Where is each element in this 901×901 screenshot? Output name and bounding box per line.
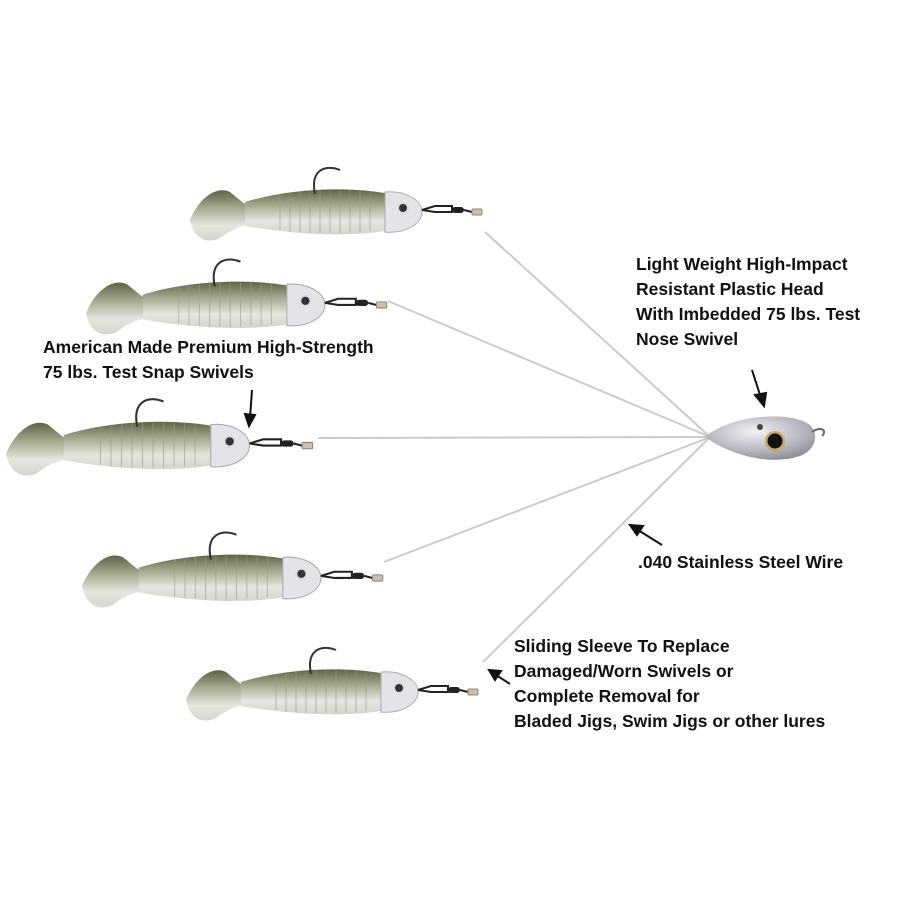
callout-arrows bbox=[243, 369, 768, 685]
lure-2 bbox=[84, 258, 388, 336]
wire-5 bbox=[482, 438, 709, 663]
arrow-icon bbox=[627, 523, 663, 546]
swivels-callout-line: American Made Premium High-Strength bbox=[43, 337, 374, 357]
rig-head bbox=[705, 416, 826, 460]
lure-5 bbox=[185, 646, 479, 722]
sleeve-callout: Sliding Sleeve To Replace Damaged/Worn S… bbox=[514, 634, 825, 734]
sleeve-callout-line: Bladed Jigs, Swim Jigs or other lures bbox=[514, 711, 826, 731]
head-callout-line: Resistant Plastic Head bbox=[636, 279, 824, 299]
wire-1 bbox=[484, 231, 709, 436]
head-callout-line: Nose Swivel bbox=[636, 329, 739, 349]
head-callout-line: With Imbedded 75 lbs. Test bbox=[636, 304, 861, 324]
head-callout-line: Light Weight High-Impact bbox=[636, 254, 848, 274]
swivels-callout-line: 75 lbs. Test Snap Swivels bbox=[43, 362, 254, 382]
swivels-callout: American Made Premium High-Strength 75 l… bbox=[43, 335, 374, 385]
wire-4 bbox=[383, 437, 709, 563]
arrow-icon bbox=[751, 369, 768, 409]
lure-1 bbox=[189, 166, 483, 242]
wire-3 bbox=[317, 436, 709, 439]
head-callout: Light Weight High-Impact Resistant Plast… bbox=[636, 252, 860, 352]
lure-3 bbox=[4, 398, 314, 477]
wires bbox=[317, 231, 709, 663]
sleeve-callout-line: Sliding Sleeve To Replace bbox=[514, 636, 730, 656]
arrow-icon bbox=[243, 389, 257, 429]
lure-4 bbox=[80, 531, 384, 609]
wire-2 bbox=[387, 300, 709, 437]
arrow-icon bbox=[487, 668, 511, 685]
wire-callout-line: .040 Stainless Steel Wire bbox=[638, 552, 844, 572]
sleeve-callout-line: Damaged/Worn Swivels or bbox=[514, 661, 734, 681]
wire-callout: .040 Stainless Steel Wire bbox=[638, 550, 843, 575]
sleeve-callout-line: Complete Removal for bbox=[514, 686, 700, 706]
